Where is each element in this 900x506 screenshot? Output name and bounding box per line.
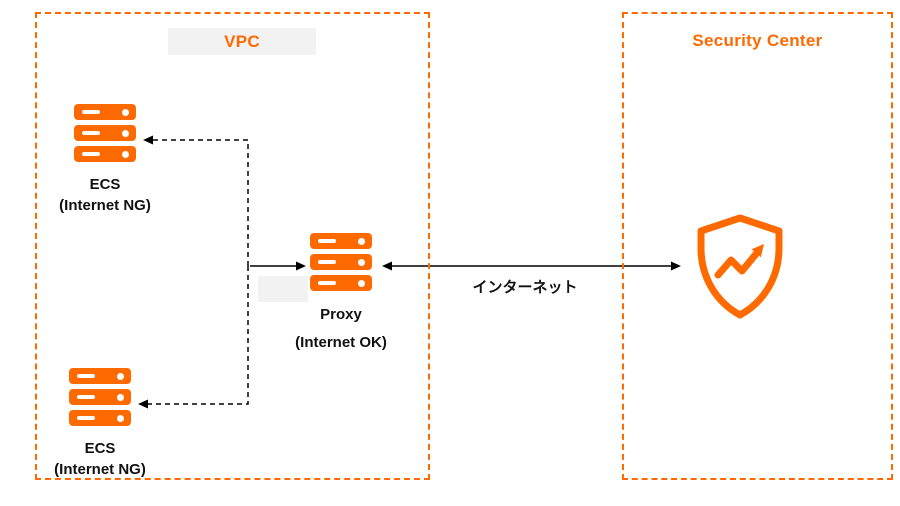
trend-arrowhead — [751, 244, 764, 258]
server-icon — [69, 368, 131, 426]
node-subtitle: (Internet OK) — [295, 334, 387, 351]
ecs-bottom-label: ECS (Internet NG) — [54, 438, 146, 480]
ecs-node-top: ECS (Internet NG) — [30, 104, 180, 216]
server-icon — [310, 233, 372, 291]
server-icon — [74, 104, 136, 162]
node-subtitle: (Internet NG) — [59, 197, 151, 214]
node-title: ECS — [89, 176, 121, 193]
node-title: ECS — [84, 440, 116, 457]
server-bar — [69, 389, 131, 405]
ecs-top-label: ECS (Internet NG) — [59, 174, 151, 216]
server-bar — [310, 254, 372, 270]
proxy-node: Proxy (Internet OK) — [266, 233, 416, 353]
trend-line — [714, 250, 760, 279]
server-bar — [69, 368, 131, 384]
server-bar — [74, 146, 136, 162]
node-title: Proxy — [320, 306, 362, 323]
server-bar — [74, 125, 136, 141]
vpc-title: VPC — [168, 28, 316, 55]
vpc-boundary — [35, 12, 430, 480]
server-bar — [74, 104, 136, 120]
shield-outline — [697, 214, 783, 319]
server-bar — [310, 275, 372, 291]
security-shield-icon — [697, 214, 783, 319]
server-bar — [310, 233, 372, 249]
server-bar — [69, 410, 131, 426]
node-subtitle: (Internet NG) — [54, 461, 146, 478]
highlight-patch — [258, 276, 308, 302]
security-center-title: Security Center — [692, 31, 823, 50]
security-center-boundary — [622, 12, 893, 480]
proxy-label: Proxy (Internet OK) — [295, 304, 387, 353]
internet-link-label: インターネット — [472, 279, 578, 296]
ecs-node-bottom: ECS (Internet NG) — [25, 368, 175, 480]
